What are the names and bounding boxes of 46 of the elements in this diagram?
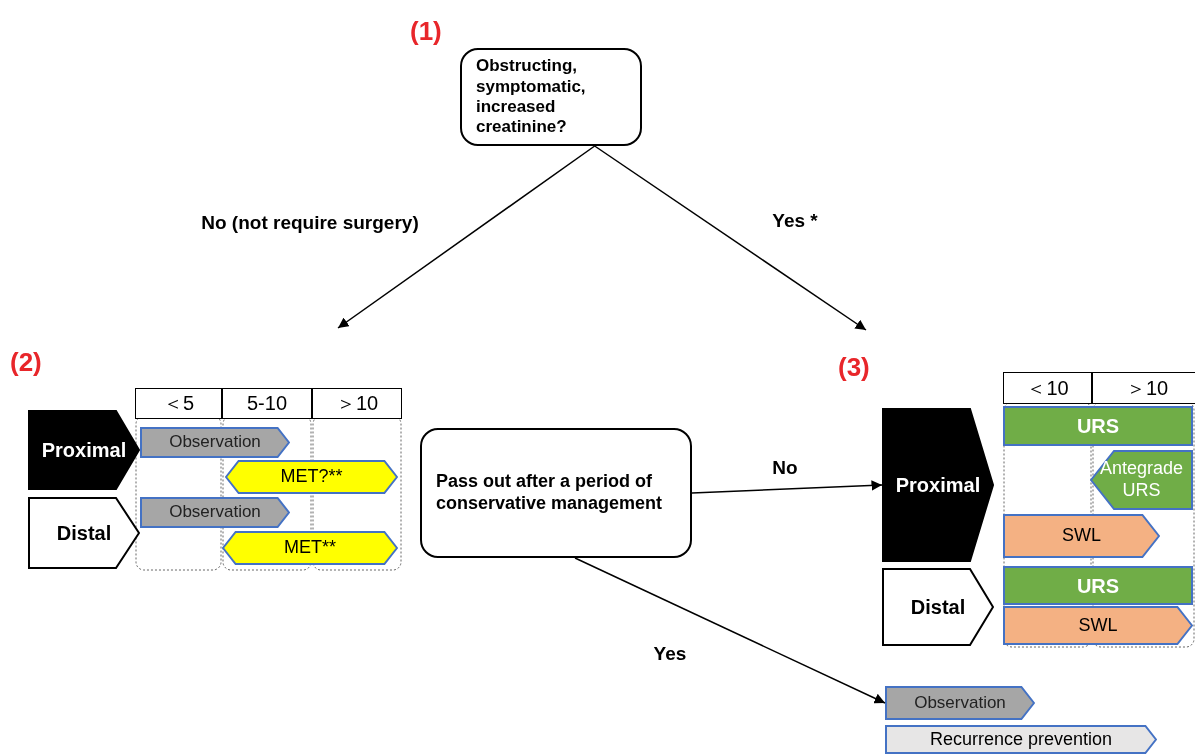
bar-label: SWL xyxy=(1078,614,1118,637)
bar-label: Proximal xyxy=(895,473,981,497)
panel-number: (2) xyxy=(10,347,42,378)
treatment-hexagon xyxy=(225,460,398,494)
location-tag xyxy=(28,410,140,490)
treatment-bar xyxy=(140,497,290,528)
bar-label: MET?** xyxy=(280,466,343,488)
question-text: Obstructing, symptomatic, increased creatinine? xyxy=(476,56,587,138)
location-tag xyxy=(882,408,994,562)
arrow xyxy=(337,145,596,329)
header-cell: ＞10 xyxy=(1092,372,1195,404)
bar-label: Observation xyxy=(914,692,1006,714)
bar-label: MET** xyxy=(284,537,336,559)
location-tag xyxy=(28,497,140,569)
bar-label: Distal xyxy=(910,595,966,619)
bar-label: Observation xyxy=(169,502,261,523)
header-cell: 5-10 xyxy=(222,388,312,419)
treatment-bar xyxy=(1003,606,1193,645)
bar-label: URS xyxy=(1076,573,1120,598)
treatment-bar xyxy=(885,725,1157,754)
bar-label: SWL xyxy=(1062,525,1101,547)
bar-label: Recurrence prevention xyxy=(929,728,1113,751)
header-cell: ＜5 xyxy=(135,388,222,419)
treatment-hexagon xyxy=(222,531,398,565)
bar-label: Proximal xyxy=(41,438,127,462)
bar-label: Distal xyxy=(56,521,112,545)
bar-label: URS xyxy=(1076,414,1120,438)
decision-box xyxy=(460,48,642,146)
panel-number: (3) xyxy=(838,352,870,383)
arrow xyxy=(593,145,867,331)
location-tag xyxy=(882,568,994,646)
header-cell: ＜10 xyxy=(1003,372,1092,404)
treatment-bar xyxy=(885,686,1035,720)
panel-number: (1) xyxy=(410,16,442,47)
treatment-bar xyxy=(1003,406,1193,446)
header-cell: ＞10 xyxy=(312,388,402,419)
treatment-bar xyxy=(1003,566,1193,605)
arrow xyxy=(574,557,886,704)
question-text: Pass out after a period of conservative management xyxy=(436,471,664,515)
treatment-bar xyxy=(140,427,290,458)
treatment-bar xyxy=(1090,450,1193,510)
treatment-bar xyxy=(1003,514,1160,558)
bar-label: Observation xyxy=(169,432,261,453)
question-box xyxy=(420,428,692,558)
bar-label: Antegrade URS xyxy=(1098,458,1185,502)
arrow xyxy=(691,480,883,494)
